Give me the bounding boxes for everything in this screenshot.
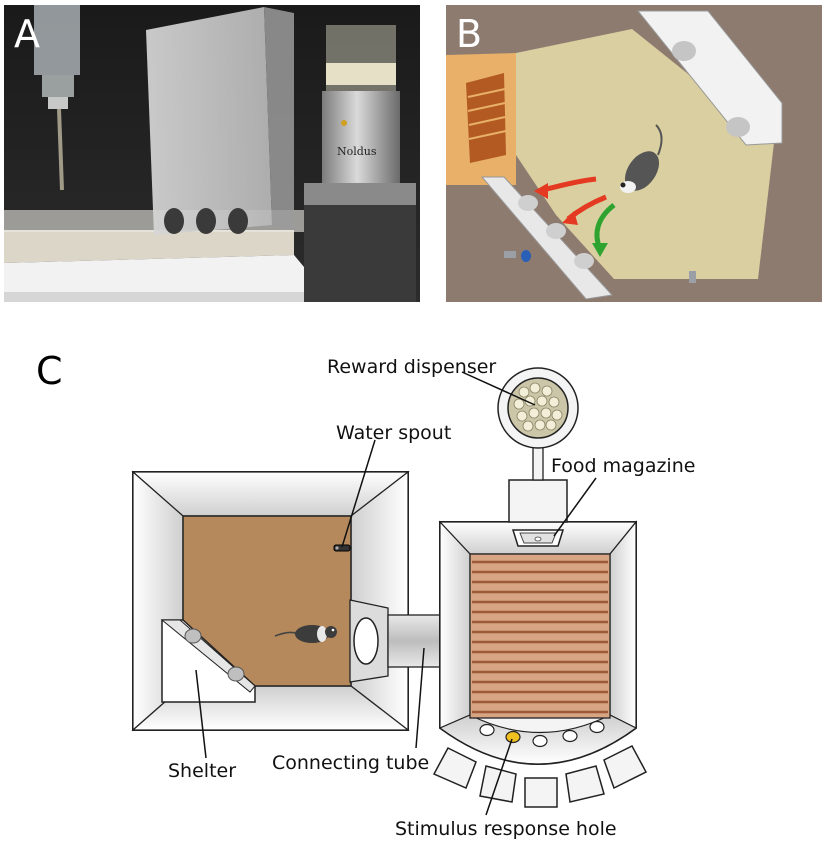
food-magazine [508,479,568,547]
panel-hole [164,208,184,234]
cage-photo-illustration: Noldus [4,5,420,302]
grid-floor [469,553,611,719]
operant-cage-schematic [131,367,648,816]
panel-letter-c: C [36,349,63,393]
label-shelter: Shelter [168,760,237,782]
panel-a-photo: Noldus A [4,5,420,302]
divider-panel [146,7,272,235]
panel-c-diagram: Reward dispenser Water spout Food magazi… [0,330,827,850]
mouse [620,124,663,193]
panel-letter-b: B [456,12,483,56]
response-wall [480,176,614,300]
response-hole [532,734,548,748]
mouse [274,625,337,643]
response-hole [589,720,605,734]
hole-modules [432,745,648,808]
response-hole [562,729,578,743]
arena-topview-illustration [446,5,822,302]
stimulus-response-hole-lit [505,730,521,744]
cage-tray [4,255,304,302]
brand-label: Noldus [337,145,377,158]
label-water-spout: Water spout [336,422,452,444]
label-stimulus-response-hole: Stimulus response hole [395,818,617,840]
panel-hole [228,208,248,234]
water-bottle [34,5,80,75]
grid-bars [472,560,608,714]
blue-marker [521,250,531,262]
shelter [160,619,256,703]
operant-cage [432,520,648,808]
panel-hole [196,208,216,234]
panel-letter-a: A [14,12,40,56]
label-food-magazine: Food magazine [551,455,696,477]
sipper-tube [57,108,64,191]
panel-b-topview: B [446,5,822,302]
callout-lines [195,371,597,816]
label-connecting-tube: Connecting tube [272,752,430,774]
feeder-unit [322,91,400,183]
label-reward-dispenser: Reward dispenser [327,356,497,378]
bedding [4,230,294,263]
response-hole [479,723,495,737]
reward-dispenser [497,367,579,449]
